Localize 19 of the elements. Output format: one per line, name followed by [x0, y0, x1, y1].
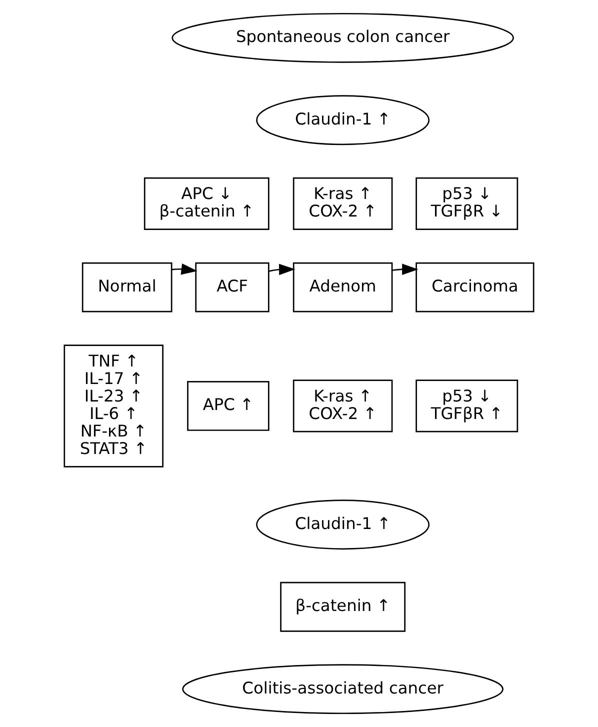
node-box: K-ras ↑ COX-2 ↑ [292, 380, 393, 432]
node-box: p53 ↓ TGFβR ↓ [416, 177, 518, 230]
node-ellipse: Spontaneous colon cancer [172, 12, 514, 63]
node-ellipse: Claudin-1 ↑ [256, 95, 430, 146]
node-box: Carcinoma [416, 262, 534, 312]
arrow [172, 263, 198, 275]
node-ellipse: Claudin-1 ↑ [256, 500, 430, 550]
arrow [268, 264, 296, 276]
node-box: Normal [82, 262, 172, 312]
node-box: Adenom [292, 262, 393, 312]
node-box: TNF ↑ IL-17 ↑ IL-23 ↑ IL-6 ↑ NF-κB ↑ STAT3 ↑ [64, 344, 164, 468]
node-box: ACF [195, 262, 270, 312]
node-box: APC ↑ [187, 381, 270, 431]
node-box: β-catenin ↑ [280, 582, 406, 632]
node-ellipse: Colitis-associated cancer [182, 664, 504, 714]
node-box: APC ↓ β-catenin ↑ [144, 177, 270, 230]
node-box: p53 ↓ TGFβR ↑ [416, 380, 518, 432]
arrow [392, 264, 418, 275]
node-box: K-ras ↑ COX-2 ↑ [292, 177, 393, 230]
